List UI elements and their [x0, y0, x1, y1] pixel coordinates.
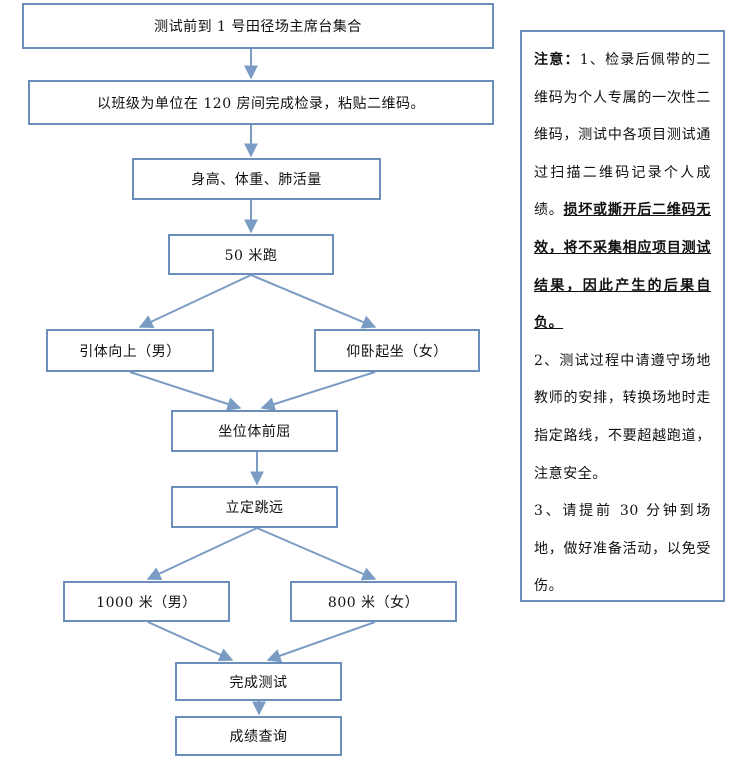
step-checkin-label: 以班级为单位在 120 房间完成检录，粘贴二维码。 — [96, 95, 426, 112]
step-sit-and-reach-label: 坐位体前屈 — [218, 424, 291, 440]
step-score-query-label: 成绩查询 — [229, 729, 288, 745]
step-1000m-male: 1000 米（男） — [63, 581, 230, 622]
notice-item-1: 注意：1、检录后佩带的二维码为个人专属的一次性二维码，测试中各项目测试通过扫描二… — [534, 42, 711, 343]
step-checkin: 以班级为单位在 120 房间完成检录，粘贴二维码。 — [28, 80, 494, 125]
arrow-5f-6 — [260, 371, 376, 411]
step-assemble-label: 测试前到 1 号田径场主席台集合 — [154, 19, 362, 35]
step-800m-female: 800 米（女） — [290, 581, 457, 622]
notice-item-3: 3、请提前 30 分钟到场地，做好准备活动，以免受伤。 — [534, 503, 711, 595]
arrow-7-8f — [256, 527, 377, 581]
step-pullups-male-label: 引体向上（男） — [79, 343, 181, 360]
step-situps-female: 仰卧起坐（女） — [314, 329, 480, 372]
arrow-7-8m — [146, 527, 258, 581]
notice-panel: 注意：1、检录后佩带的二维码为个人专属的一次性二维码，测试中各项目测试通过扫描二… — [520, 30, 725, 602]
step-assemble: 测试前到 1 号田径场主席台集合 — [22, 3, 494, 49]
step-50m-run-label: 50 米跑 — [224, 247, 278, 264]
step-height-weight-lung-label: 身高、体重、肺活量 — [191, 172, 322, 188]
step-50m-run: 50 米跑 — [168, 234, 334, 275]
step-800m-female-label: 800 米（女） — [327, 594, 420, 611]
notice-item-1-text: 1、检录后佩带的二维码为个人专属的一次性二维码，测试中各项目测试通过扫描二维码记… — [534, 52, 711, 219]
step-score-query: 成绩查询 — [175, 716, 342, 756]
step-standing-long-jump: 立定跳远 — [171, 486, 338, 528]
arrow-4-5m — [138, 274, 252, 328]
arrow-8f-9 — [266, 621, 376, 663]
step-height-weight-lung: 身高、体重、肺活量 — [132, 158, 381, 200]
step-standing-long-jump-label: 立定跳远 — [225, 500, 284, 516]
step-1000m-male-label: 1000 米（男） — [96, 594, 197, 611]
notice-warning: 损坏或撕开后二维码无效，将不采集相应项目测试结果，因此产生的后果自负。 — [534, 202, 712, 332]
step-situps-female-label: 仰卧起坐（女） — [346, 343, 448, 360]
notice-item-2: 2、测试过程中请遵守场地教师的安排，转换场地时走指定路线，不要超越跑道，注意安全… — [534, 352, 711, 482]
arrow-5m-6 — [129, 371, 242, 411]
step-pullups-male: 引体向上（男） — [46, 329, 214, 372]
step-finish-test: 完成测试 — [175, 662, 342, 701]
step-sit-and-reach: 坐位体前屈 — [171, 410, 338, 452]
notice-heading: 注意： — [534, 52, 580, 68]
step-finish-test-label: 完成测试 — [229, 674, 288, 691]
arrow-8m-9 — [147, 621, 234, 662]
arrow-4-5f — [250, 274, 377, 329]
